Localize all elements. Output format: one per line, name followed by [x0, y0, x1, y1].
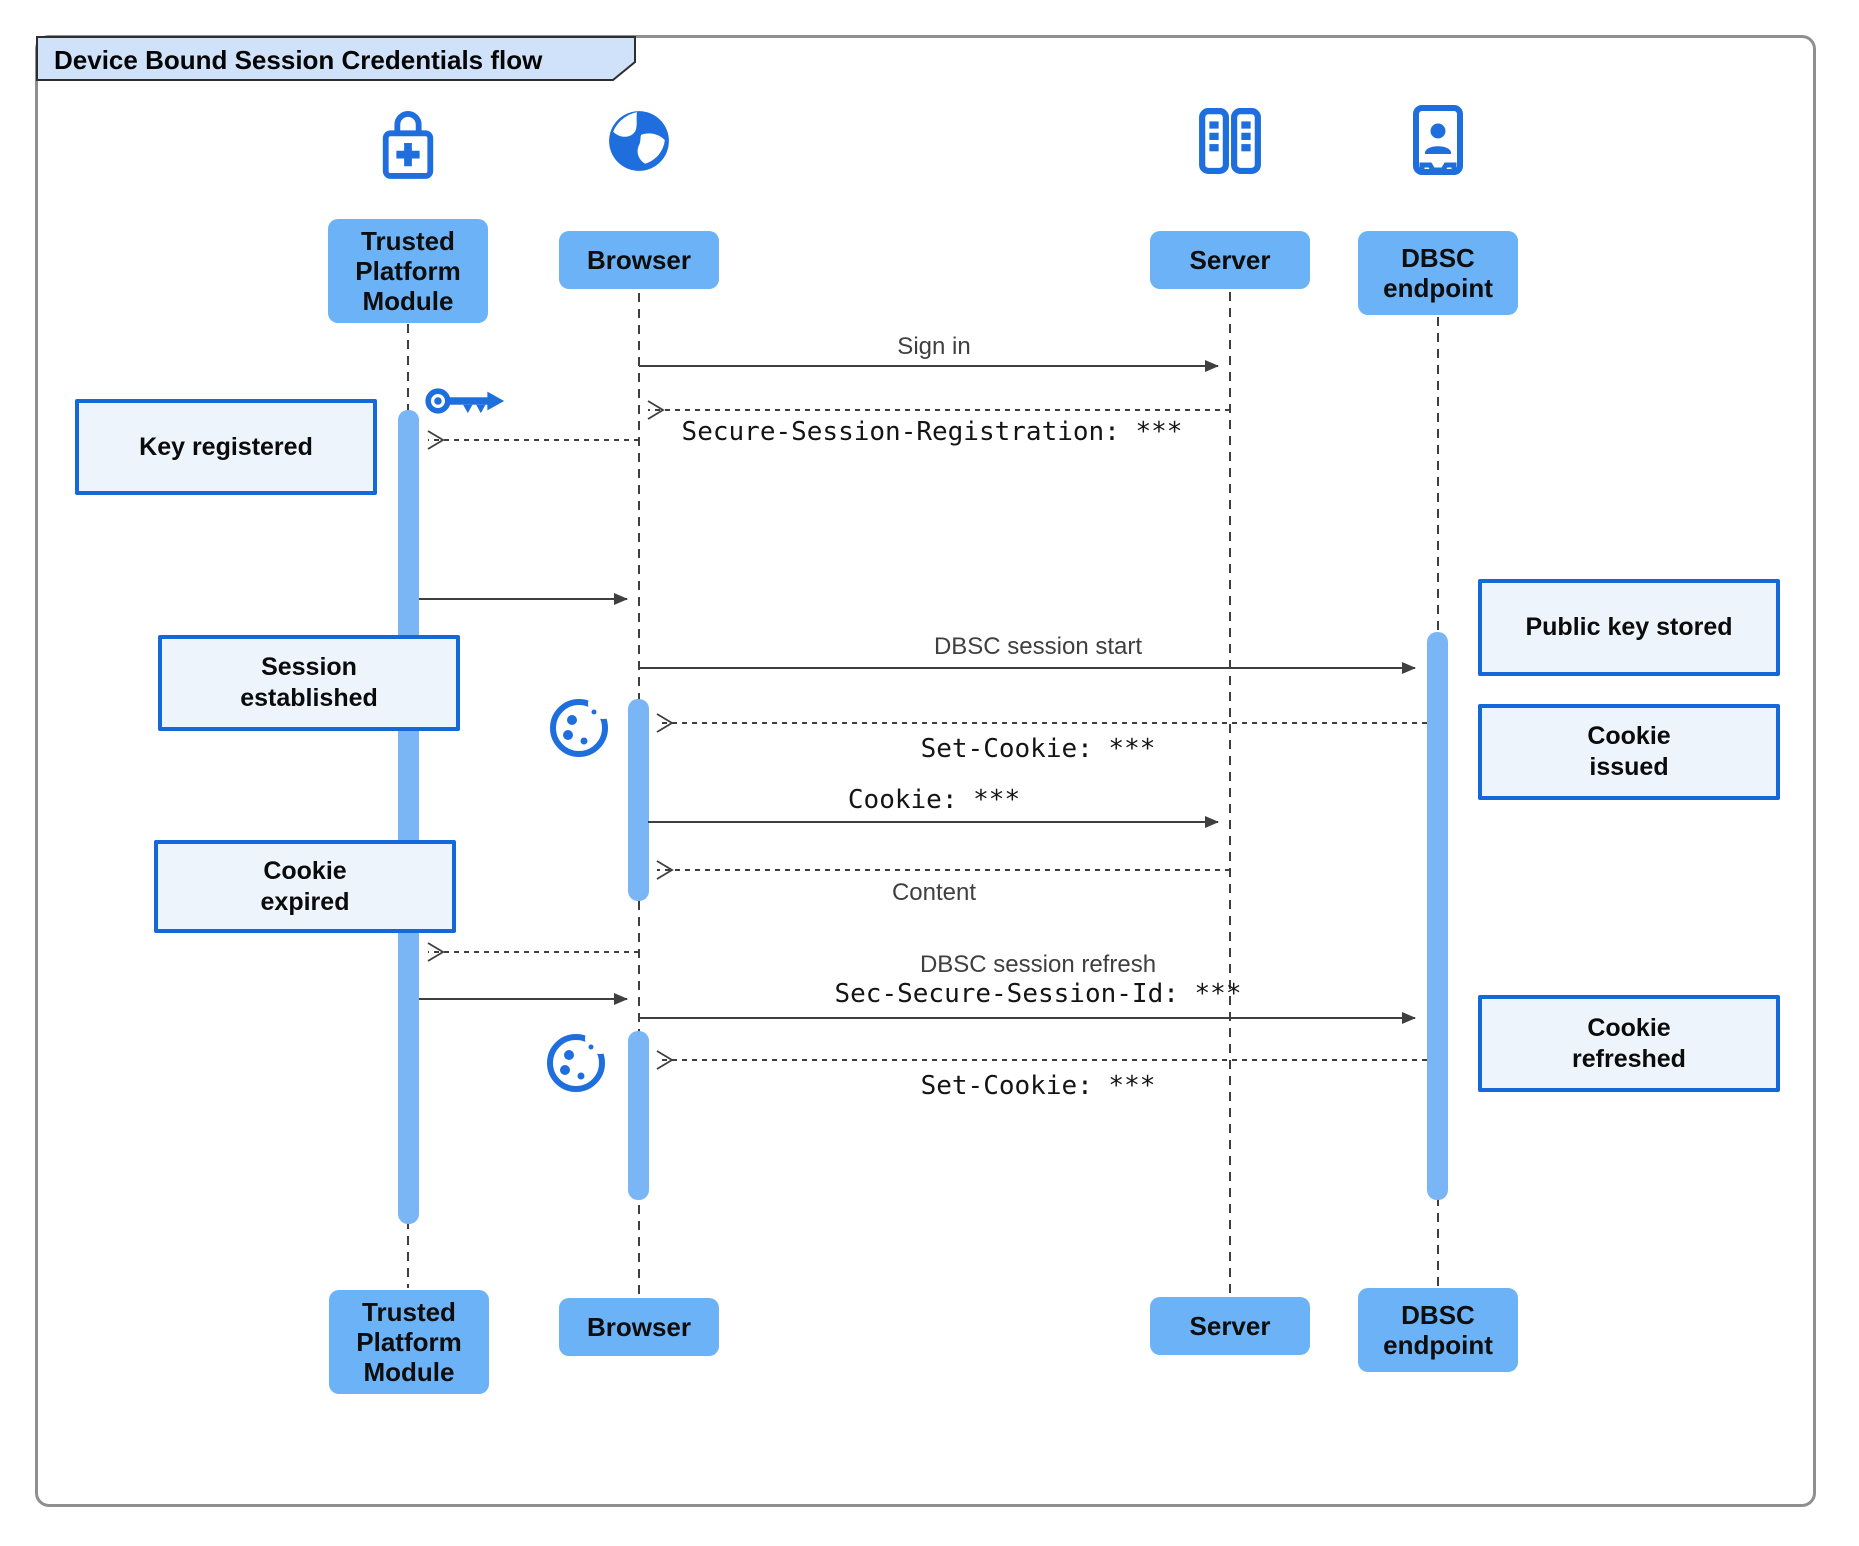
activation-bar-browser-1 [628, 699, 649, 901]
diagram-frame [35, 35, 1816, 1507]
note-public-key-stored: Public key stored [1478, 579, 1780, 676]
participant-top-dbsc-endpoint: DBSC endpoint [1358, 231, 1518, 315]
message-label-content: Content [891, 879, 977, 906]
note-session-established: Session established [158, 635, 460, 731]
message-label-dbsc-session-refresh: DBSC session refresh Sec-Secure-Session-… [835, 951, 1242, 1009]
title-tab [36, 36, 636, 81]
note-cookie-expired: Cookie expired [154, 840, 456, 933]
cookie-icon [547, 1026, 613, 1092]
note-key-registered: Key registered [75, 399, 377, 495]
participant-bottom-tpm: Trusted Platform Module [329, 1290, 489, 1394]
activation-bar-dbsc-endpoint [1427, 632, 1448, 1200]
activation-bar-tpm [398, 410, 419, 1224]
participant-top-browser: Browser [559, 231, 719, 289]
id-badge-icon [1413, 105, 1463, 175]
participant-bottom-browser: Browser [559, 1298, 719, 1356]
participant-top-server: Server [1150, 231, 1310, 289]
participant-bottom-server: Server [1150, 1297, 1310, 1355]
cookie-icon [550, 691, 616, 757]
participant-top-tpm: Trusted Platform Module [328, 219, 488, 323]
lock-plus-icon [382, 111, 434, 179]
participant-bottom-dbsc-endpoint: DBSC endpoint [1358, 1288, 1518, 1372]
message-label-dbsc-session-start: DBSC session start [933, 633, 1143, 660]
message-label-set-cookie-2: Set-Cookie: *** [920, 1071, 1156, 1101]
diagram-title: Device Bound Session Credentials flow [54, 45, 543, 75]
message-label-secure-session-registration: Secure-Session-Registration: *** [681, 417, 1183, 447]
message-label-sign-in: Sign in [897, 333, 971, 360]
message-label-dbsc-session-refresh-line1: DBSC session refresh [919, 951, 1157, 978]
key-icon [425, 388, 505, 414]
note-cookie-issued: Cookie issued [1478, 704, 1780, 800]
message-label-cookie: Cookie: *** [847, 785, 1021, 815]
note-cookie-refreshed: Cookie refreshed [1478, 995, 1780, 1092]
globe-icon [609, 111, 669, 171]
activation-bar-browser-2 [628, 1031, 649, 1200]
server-racks-icon [1199, 108, 1261, 174]
message-label-set-cookie-1: Set-Cookie: *** [920, 734, 1156, 764]
message-label-dbsc-session-refresh-line2: Sec-Secure-Session-Id: *** [834, 979, 1242, 1009]
